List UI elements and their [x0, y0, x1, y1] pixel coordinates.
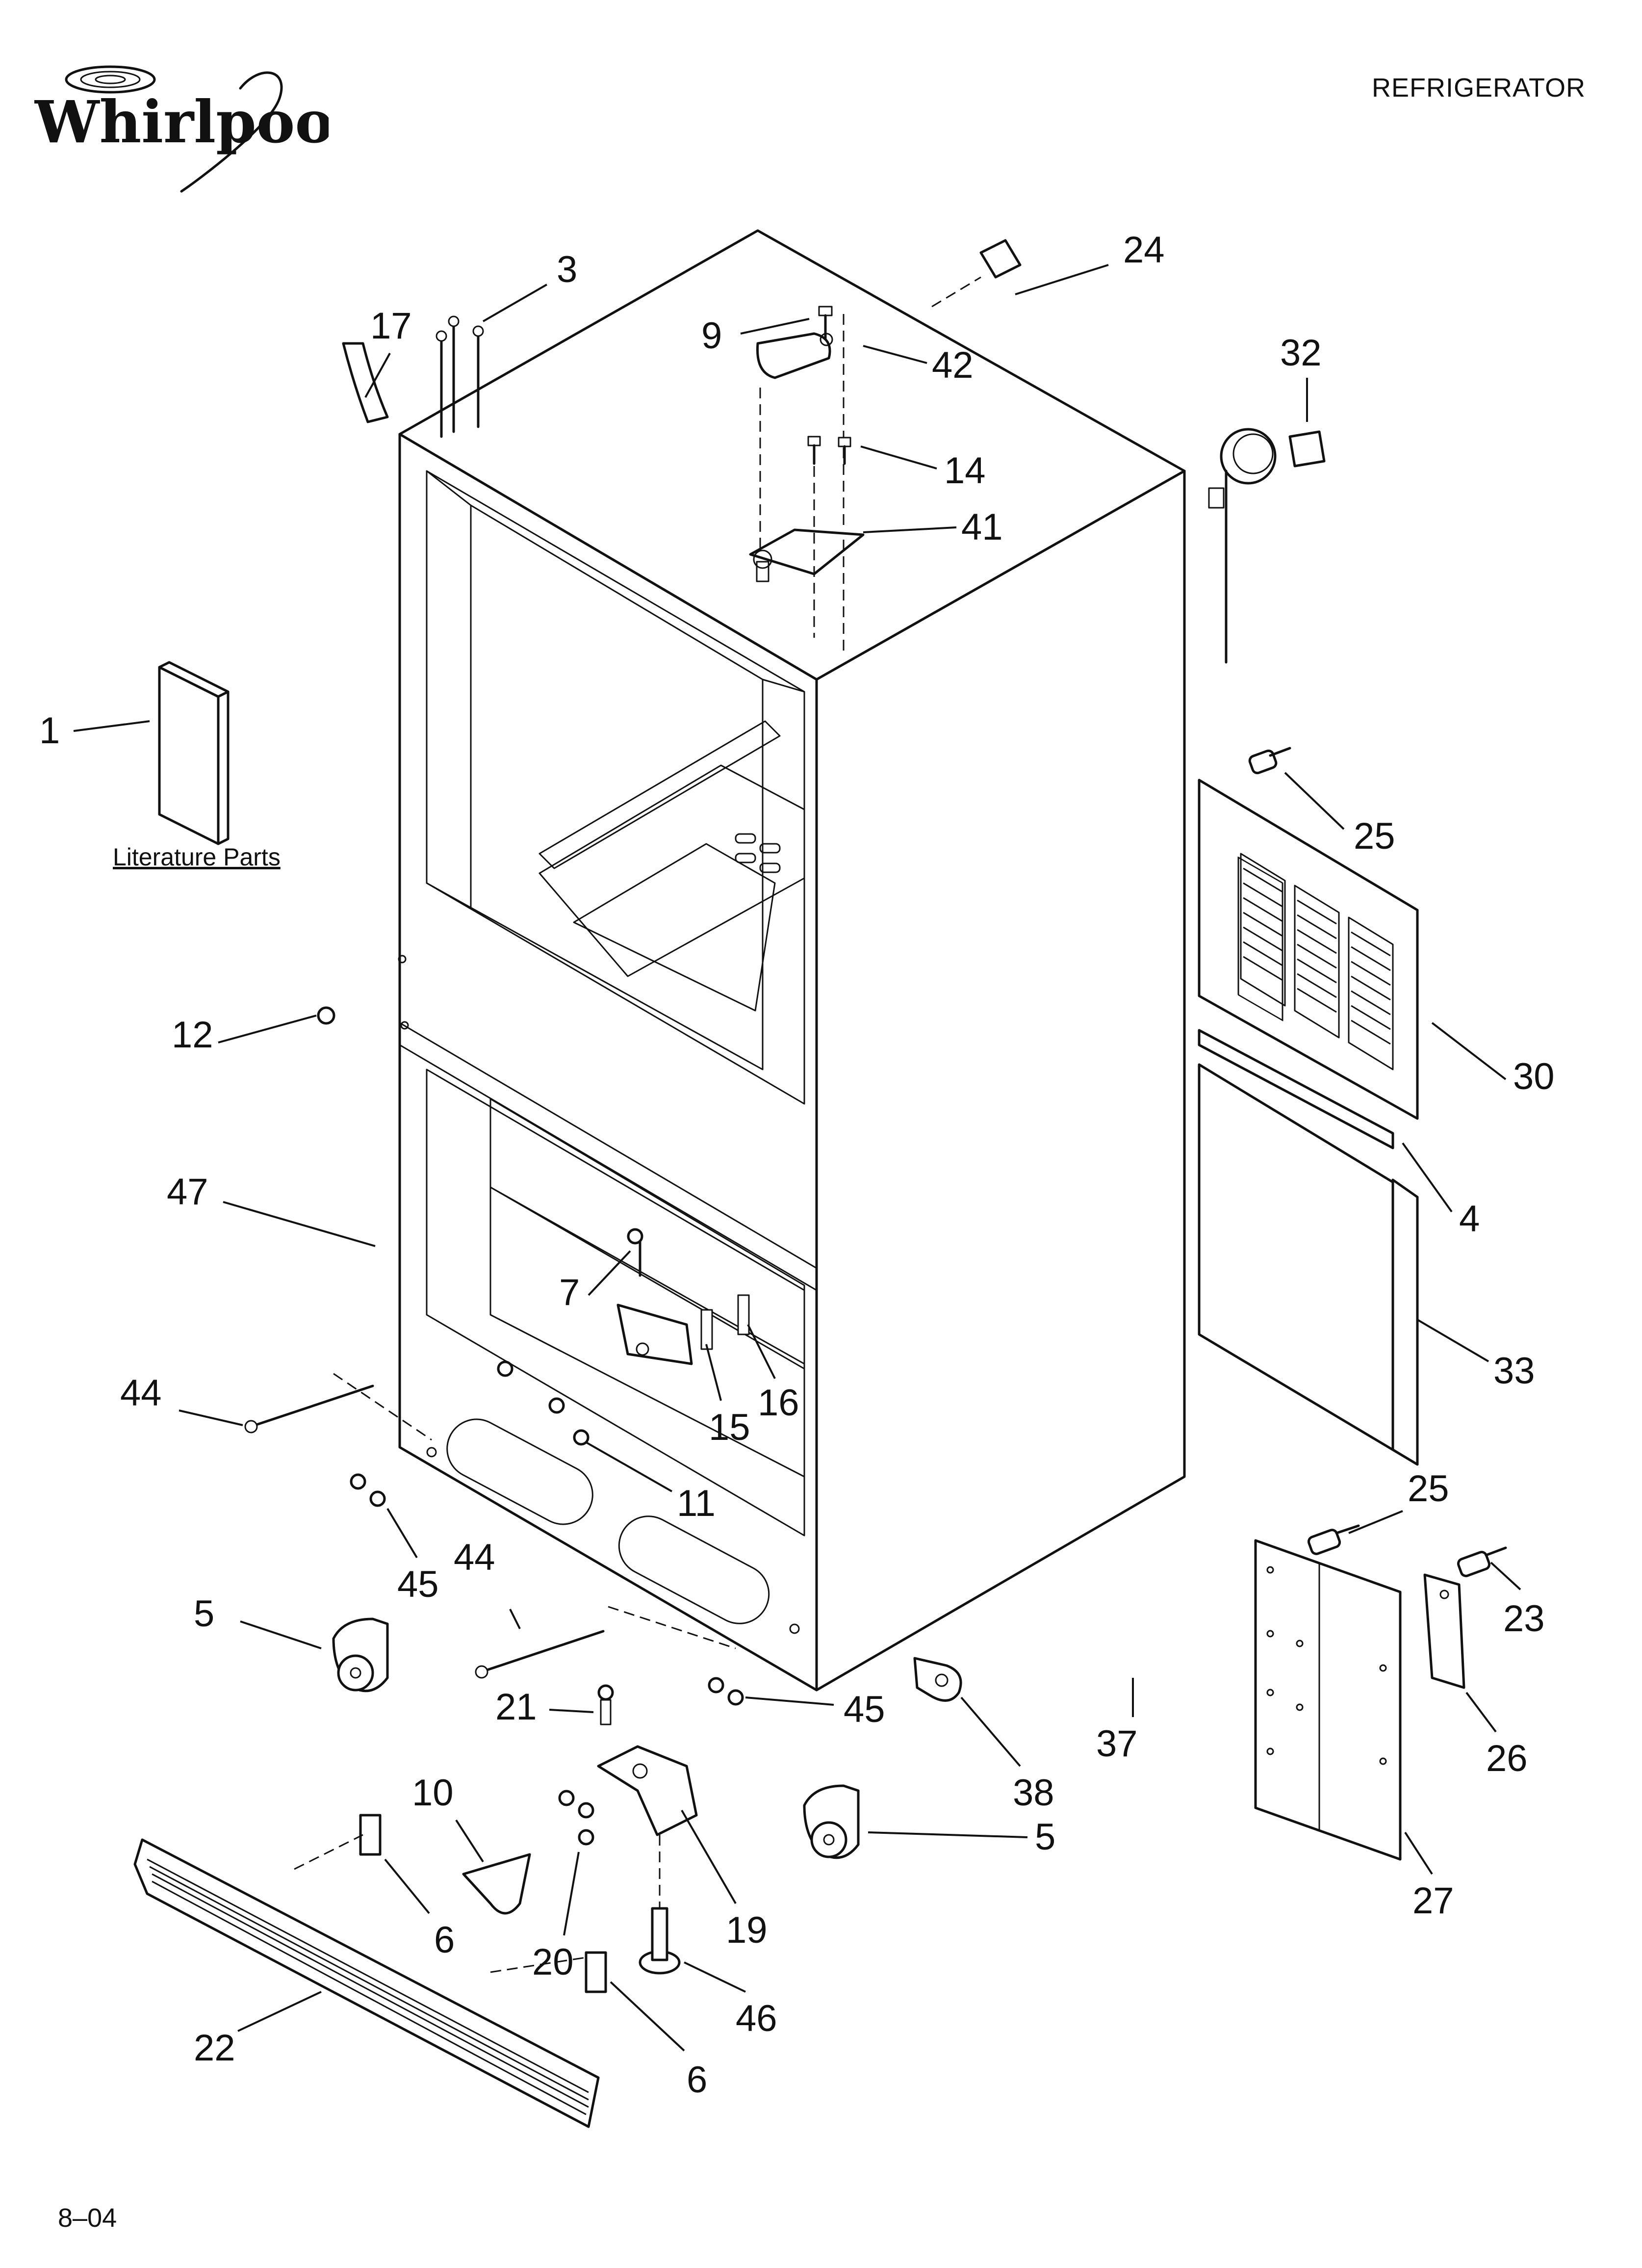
clips-6 [359, 1814, 607, 1993]
callout-22: 22 [194, 2027, 235, 2069]
callout-15: 15 [709, 1407, 750, 1448]
callout-41: 41 [961, 506, 1003, 548]
callout-33: 33 [1493, 1350, 1535, 1392]
freezer-bracket-7-15-16 [616, 1294, 750, 1365]
freezer-opening [426, 1069, 805, 1537]
callout-27: 27 [1412, 1880, 1454, 1922]
screw-23 [1457, 1546, 1507, 1577]
callout-44-left: 44 [120, 1372, 162, 1414]
literature-book-1 [158, 661, 230, 845]
fresh-food-liner [470, 504, 764, 1070]
screw-9 [818, 306, 833, 340]
shelf-tray [539, 764, 805, 977]
base-opening-left [446, 1418, 593, 1525]
literature-parts-label: Literature Parts [113, 843, 281, 871]
callout-37: 37 [1096, 1723, 1138, 1765]
bracket-26 [1423, 1573, 1465, 1689]
hinge-cover-42 [756, 332, 831, 379]
base-opening-right [618, 1515, 770, 1624]
callout-6-upper: 6 [434, 1919, 455, 1961]
callout-10: 10 [412, 1772, 454, 1814]
callout-47: 47 [167, 1171, 208, 1213]
small-screws [317, 1006, 744, 1846]
callout-44-bottom: 44 [454, 1537, 495, 1578]
callout-14: 14 [944, 450, 986, 492]
callout-6-lower: 6 [687, 2059, 707, 2101]
callout-5-right: 5 [1035, 1816, 1055, 1858]
screw-14a [807, 436, 821, 465]
top-hinge-assembly [749, 306, 865, 652]
callout-4: 4 [1459, 1198, 1480, 1240]
callout-12: 12 [172, 1014, 213, 1056]
callout-25-lower: 25 [1408, 1468, 1449, 1510]
whirlpool-logo: Whirlpool [34, 65, 329, 193]
callout-42: 42 [932, 344, 974, 386]
screws-3 [436, 315, 484, 438]
air-vent [735, 833, 781, 873]
screw-25-upper [1248, 747, 1291, 775]
roller-right [803, 1784, 860, 1859]
top-left-parts [342, 239, 1022, 438]
callout-21: 21 [495, 1686, 537, 1728]
footer-code: 8–04 [58, 2203, 117, 2233]
roller-left [332, 1617, 389, 1693]
plug-24 [979, 239, 1022, 279]
logo-swirl-core [95, 75, 126, 84]
thermistor-32 [1208, 428, 1326, 664]
callout-numbers: 1 3 17 24 9 42 32 14 41 25 30 12 4 47 7 … [39, 229, 1555, 2101]
drain-tube-37 [1116, 1540, 1167, 1683]
mullion [399, 1022, 818, 1291]
callout-leaders [73, 264, 1521, 2052]
clip-38 [913, 1657, 962, 1702]
base-grille-22 [133, 1834, 600, 2128]
rollers-5 [332, 1617, 860, 1859]
callout-7: 7 [559, 1272, 580, 1313]
strip-4 [1198, 1029, 1394, 1149]
callout-38: 38 [1013, 1772, 1054, 1814]
compressor-cover-30 [1198, 779, 1419, 1120]
hinge-shim-17 [342, 342, 389, 423]
callout-23: 23 [1503, 1598, 1545, 1640]
logo-swirl-outer [65, 65, 156, 94]
roller-guide-10 [462, 1853, 531, 1915]
callout-45-right: 45 [844, 1689, 885, 1730]
rear-panel-33 [1198, 1063, 1419, 1466]
vent-louvers [1240, 853, 1394, 1070]
callout-26: 26 [1486, 1738, 1528, 1779]
callout-32: 32 [1280, 332, 1322, 374]
callout-46: 46 [736, 1998, 777, 2039]
callout-17: 17 [370, 305, 412, 347]
callout-30: 30 [1513, 1056, 1555, 1097]
callout-1: 1 [39, 710, 60, 752]
callout-20: 20 [532, 1941, 574, 1983]
leveler-bracket-19 [597, 1745, 698, 1836]
callout-19: 19 [726, 1909, 768, 1951]
cabinet-47 [398, 229, 1186, 1692]
screw-25-lower [1307, 1524, 1360, 1555]
callout-45-left: 45 [397, 1564, 439, 1605]
document-title: REFRIGERATOR [1371, 73, 1586, 103]
screw-14b [838, 437, 851, 465]
long-screws-44 [244, 1373, 736, 1679]
logo-flourish [180, 71, 283, 193]
callout-3: 3 [557, 249, 577, 290]
access-cover-27 [1254, 1539, 1402, 1861]
callout-16: 16 [758, 1382, 799, 1424]
shelf-rail [539, 720, 781, 869]
cabinet-side [815, 469, 1186, 1692]
callout-11: 11 [677, 1483, 716, 1524]
top-hinge-41 [749, 528, 865, 575]
logo-swirl-inner [80, 71, 141, 88]
callout-9: 9 [701, 315, 722, 357]
callout-25-upper: 25 [1354, 815, 1395, 857]
fresh-food-opening [426, 470, 805, 1105]
leveler-46 [639, 1835, 681, 1975]
callout-5-left: 5 [194, 1593, 214, 1635]
callout-24: 24 [1123, 229, 1165, 271]
